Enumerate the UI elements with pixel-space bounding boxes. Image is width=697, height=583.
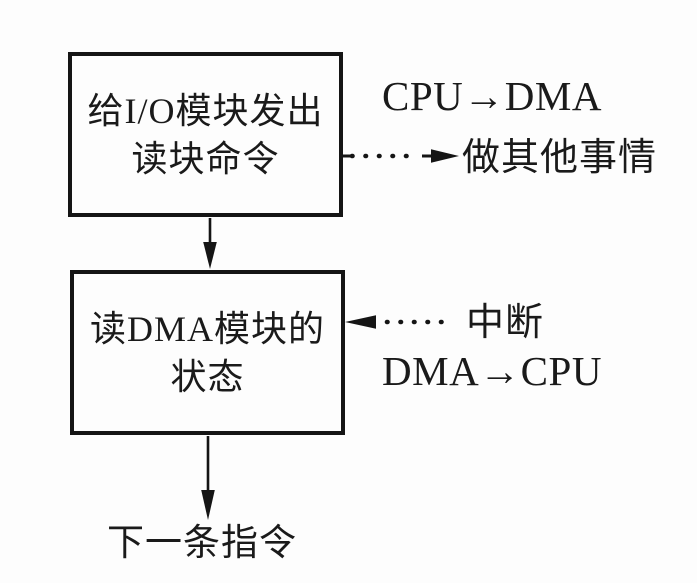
box1-text-line1: 给I/O模块发出	[87, 90, 324, 131]
flow-box-read-dma-status: 读DMA模块的 状态	[70, 270, 345, 435]
dotted-arrow-interrupt	[345, 315, 454, 329]
label-cpu-to-dma: CPU→DMA	[382, 73, 602, 119]
label-do-other-things: 做其他事情	[462, 137, 658, 179]
box2-text-line2: 状态	[170, 356, 245, 397]
label-next-instruction: 下一条指令	[107, 523, 297, 564]
label-dma-to-cpu: DMA→CPU	[382, 348, 602, 394]
dotted-arrow-do-other-things	[340, 149, 459, 163]
flow-box-issue-read-command: 给I/O模块发出 读块命令	[68, 52, 343, 217]
down-arrow-box1-to-box2	[203, 218, 217, 269]
down-arrow-box2-to-next-instruction	[201, 436, 215, 520]
box1-text-line2: 读块命令	[131, 138, 280, 179]
box2-text-line1: 读DMA模块的	[89, 308, 325, 349]
label-interrupt: 中断	[466, 302, 545, 344]
